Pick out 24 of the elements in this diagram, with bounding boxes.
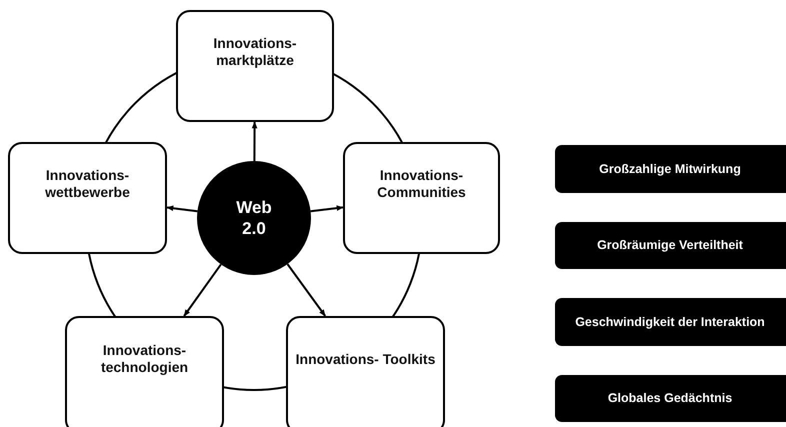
process-box: [8, 142, 167, 254]
box-label: Globales Gedächtnis: [608, 391, 732, 406]
arrow: [286, 264, 326, 317]
feature-box: [555, 145, 786, 193]
box-label: Geschwindigkeit der Interaktion: [575, 314, 765, 330]
box-label: Innovations- wettbewerbe: [44, 167, 131, 201]
arrow: [310, 205, 344, 212]
box-label: Innovations- Communities: [376, 167, 467, 201]
box-label: Innovations- Toolkits: [296, 350, 436, 368]
arrow: [166, 205, 198, 212]
box-label: Innovations- technologien: [100, 342, 190, 376]
arrow: [183, 264, 222, 317]
process-box: [176, 10, 334, 122]
box-label: Innovations- marktplätze: [212, 35, 298, 69]
hub-label: Web 2.0: [235, 196, 273, 240]
arrow: [252, 121, 258, 161]
feature-box: [555, 222, 786, 269]
process-box: [65, 316, 224, 427]
process-box: [343, 142, 500, 254]
feature-box: [555, 298, 786, 346]
feature-box: [555, 375, 786, 422]
process-box: [286, 316, 445, 427]
box-label: Großzahlige Mitwirkung: [599, 162, 741, 176]
box-label: Großräumige Verteiltheit: [597, 238, 743, 253]
